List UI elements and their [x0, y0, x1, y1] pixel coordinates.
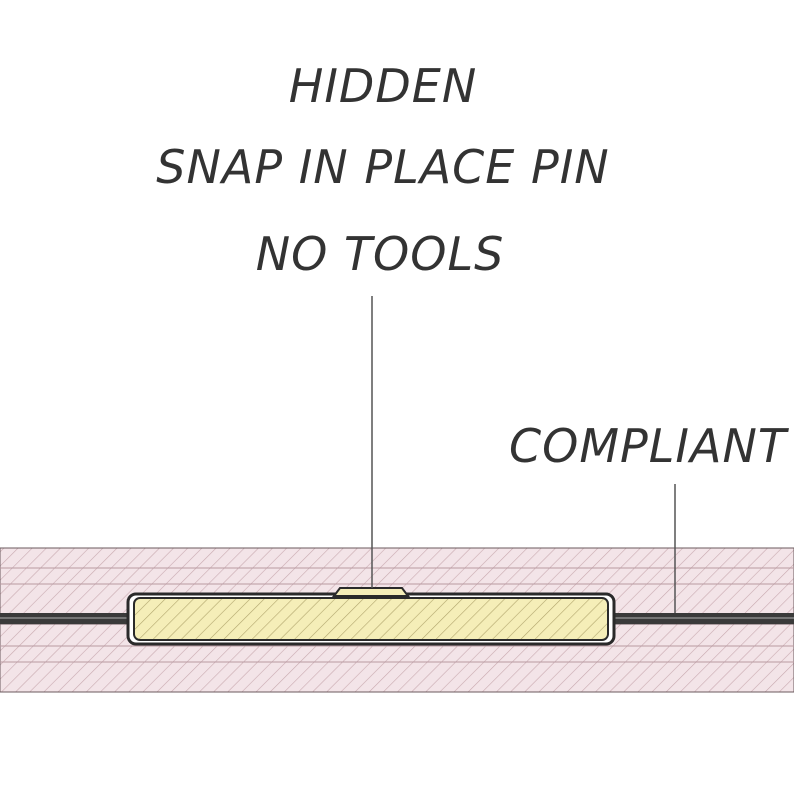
pin-callout-line-1: HIDDEN	[289, 59, 477, 113]
hidden-pin	[133, 597, 609, 641]
compliant-callout: COMPLIANT	[509, 419, 790, 473]
pin-callout-line-2: SNAP IN PLACE PIN	[156, 140, 609, 194]
pin-callout-line-3: NO TOOLS	[256, 227, 505, 281]
snap-tab	[332, 587, 410, 597]
